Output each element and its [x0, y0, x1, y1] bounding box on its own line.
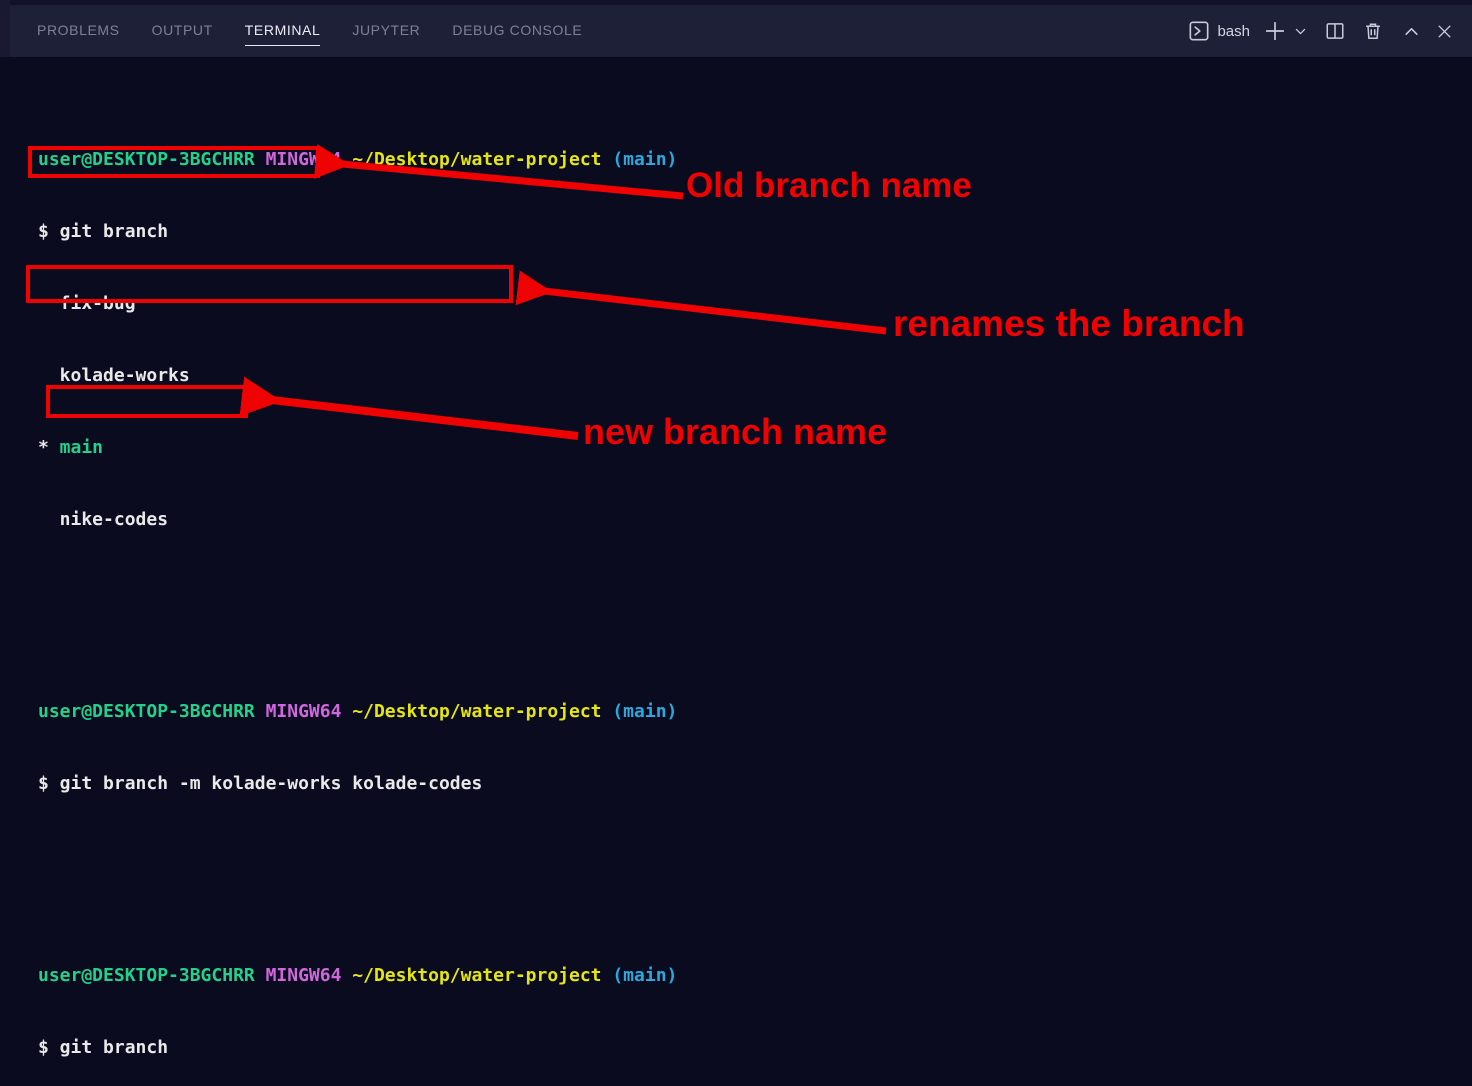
highlight-box-rename-command — [26, 265, 513, 303]
annotation-old-branch-name: Old branch name — [686, 166, 972, 205]
panel-top-border — [0, 0, 1472, 5]
tab-output[interactable]: OUTPUT — [151, 22, 213, 38]
prompt-user-host: user@DESKTOP-3BGCHRR — [38, 149, 255, 170]
highlight-box-old-branch — [28, 146, 320, 178]
prompt-branch: (main) — [612, 965, 678, 986]
annotation-renames-the-branch: renames the branch — [893, 303, 1245, 344]
panel-left-edge — [0, 0, 10, 57]
branch-nike-codes: nike-codes — [59, 509, 169, 530]
prompt-user-host: user@DESKTOP-3BGCHRR — [38, 701, 255, 722]
panel-bar: PROBLEMS OUTPUT TERMINAL JUPYTER DEBUG C… — [0, 5, 1472, 57]
prompt-env: MINGW64 — [265, 965, 342, 986]
shell-label[interactable]: bash — [1217, 22, 1250, 40]
tab-terminal[interactable]: TERMINAL — [244, 16, 321, 46]
annotation-new-branch-name: new branch name — [583, 411, 888, 452]
terminal-shell-icon[interactable] — [1188, 20, 1210, 42]
tab-debug-console[interactable]: DEBUG CONSOLE — [452, 22, 583, 38]
new-terminal-button[interactable] — [1264, 20, 1286, 42]
prompt-path: ~/Desktop/water-project — [352, 149, 602, 170]
branch-kolade-works: kolade-works — [59, 365, 190, 386]
current-branch-marker: * — [38, 437, 49, 458]
terminal-output[interactable]: user@DESKTOP-3BGCHRR MINGW64 ~/Desktop/wat… — [38, 57, 1458, 1086]
command-git-branch: $ git branch — [38, 221, 169, 242]
blank-line — [38, 844, 1458, 868]
maximize-panel-chevron-up-icon[interactable] — [1403, 23, 1420, 40]
prompt-path: ~/Desktop/water-project — [352, 701, 602, 722]
prompt-line: user@DESKTOP-3BGCHRR MINGW64 ~/Desktop/wat… — [38, 700, 1458, 724]
prompt-user-host: user@DESKTOP-3BGCHRR — [38, 965, 255, 986]
close-panel-button[interactable] — [1436, 23, 1453, 40]
terminal-actions: bash — [1188, 5, 1472, 57]
highlight-box-new-branch — [46, 385, 248, 418]
branch-fix-bug: fix-bug — [59, 293, 136, 314]
command-git-branch: $ git branch — [38, 1037, 169, 1058]
prompt-branch: (main) — [612, 149, 678, 170]
terminal-profile-chevron-down-icon[interactable] — [1294, 25, 1307, 38]
tab-jupyter[interactable]: JUPYTER — [352, 22, 421, 38]
prompt-line: user@DESKTOP-3BGCHRR MINGW64 ~/Desktop/wat… — [38, 964, 1458, 988]
panel-tabs: PROBLEMS OUTPUT TERMINAL JUPYTER DEBUG C… — [0, 5, 582, 57]
kill-terminal-trash-button[interactable] — [1363, 21, 1383, 41]
blank-line — [38, 580, 1458, 604]
split-terminal-button[interactable] — [1325, 21, 1345, 41]
command-git-branch-rename: $ git branch -m kolade-works kolade-code… — [38, 773, 483, 794]
branch-main: main — [59, 437, 104, 458]
prompt-branch: (main) — [612, 701, 678, 722]
branch-main-current: * main — [38, 436, 1458, 460]
tab-problems[interactable]: PROBLEMS — [37, 22, 120, 38]
prompt-path: ~/Desktop/water-project — [352, 965, 602, 986]
prompt-env: MINGW64 — [265, 701, 342, 722]
